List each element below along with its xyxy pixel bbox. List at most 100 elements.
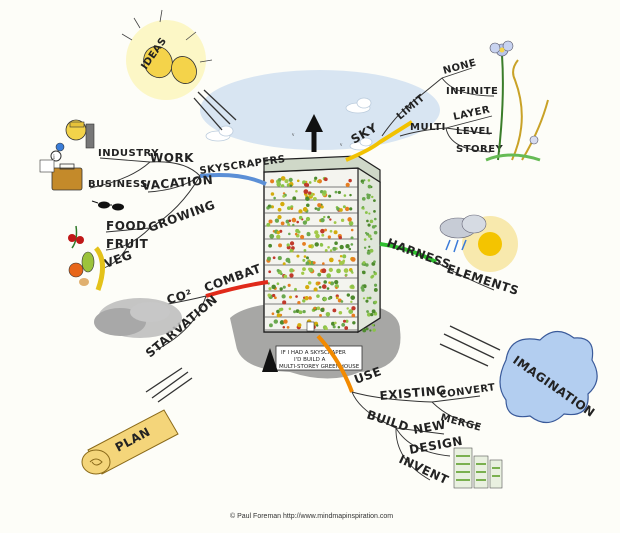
use-branch-line: [316, 334, 354, 393]
plant-dot: [268, 270, 272, 274]
plant-dot: [334, 280, 339, 285]
plant-dot: [369, 248, 374, 253]
plant-dot: [277, 215, 282, 220]
plant-dot: [302, 207, 308, 212]
layer-label: LAYER: [452, 104, 491, 123]
plant-dot: [306, 203, 310, 208]
none-line: [441, 67, 473, 79]
plant-dot: [298, 310, 303, 315]
plant-dot: [272, 293, 276, 298]
plant-dot: [368, 296, 372, 300]
plant-dot: [336, 207, 340, 211]
plant-dot: [327, 215, 330, 219]
multi-line: [399, 127, 447, 137]
plant-dot: [345, 182, 350, 187]
plant-dot: [367, 184, 372, 189]
plant-dot: [368, 193, 371, 197]
plant-dot: [351, 313, 356, 318]
bird-icon: ᵛ: [339, 141, 343, 150]
plant-dot: [320, 217, 325, 223]
plant-dot: [297, 301, 301, 305]
plant-dot: [361, 181, 365, 185]
plant-dot: [282, 262, 286, 266]
sunglasses-icon: [91, 200, 124, 211]
plant-dot: [344, 206, 350, 212]
plant-dot: [308, 181, 312, 184]
plant-dot: [289, 273, 294, 278]
plant-dot: [373, 199, 376, 202]
plant-dot: [302, 299, 306, 303]
plant-dot: [272, 256, 276, 260]
plant-dot: [279, 320, 285, 325]
plant-dot: [314, 230, 319, 235]
plant-dot: [339, 208, 343, 212]
plant-dot: [342, 205, 346, 209]
plant-dot: [296, 179, 300, 183]
plant-dot: [308, 244, 312, 249]
caption-line1: IF I HAD A SKYSCRAPER: [281, 350, 346, 356]
sky-cloud: [200, 70, 440, 150]
plant-dot: [268, 287, 272, 291]
plant-dot: [352, 321, 356, 325]
plant-dot: [323, 177, 328, 182]
plant-dot: [328, 267, 333, 272]
plant-dot: [350, 243, 354, 246]
vacation-label: VACATION: [141, 173, 214, 193]
plant-dot: [329, 249, 333, 252]
plant-dot: [276, 230, 281, 235]
plant-dot: [295, 295, 298, 298]
caption-line3: MULTI-STOREY GREENHOUSE: [279, 364, 360, 370]
plant-dot: [314, 176, 318, 180]
plant-dot: [324, 327, 328, 331]
storey-label: STOREY: [456, 144, 504, 155]
plant-dot: [313, 306, 317, 310]
plant-dot: [321, 284, 327, 289]
plant-dot: [326, 287, 330, 290]
plant-dot: [295, 309, 300, 314]
plant-dot: [279, 229, 283, 233]
plant-dot: [362, 270, 366, 275]
plant-dot: [291, 217, 297, 223]
motion-lines: [439, 325, 501, 367]
plant-dot: [302, 220, 307, 225]
plant-dot: [350, 300, 353, 304]
starvation-line: [155, 295, 207, 351]
plant-dot: [342, 319, 347, 323]
existing-line: [351, 391, 433, 403]
plant-dot: [366, 250, 371, 255]
plant-dot: [308, 267, 311, 271]
co2-label: CO²: [165, 287, 194, 307]
plant-dot: [367, 179, 371, 182]
plant-dot: [316, 207, 321, 212]
plant-dot: [337, 325, 341, 329]
plant-dot: [371, 195, 374, 199]
plant-dot: [349, 193, 352, 197]
business-label: BUSINESS: [88, 179, 148, 190]
plant-dot: [283, 319, 288, 324]
plant-dot: [280, 184, 285, 188]
plant-dot: [361, 196, 366, 201]
plant-dot: [278, 243, 283, 248]
plant-dot: [316, 294, 320, 298]
veg-label: VEG: [102, 248, 134, 271]
plant-dot: [324, 249, 328, 252]
plant-dot: [292, 223, 295, 227]
plant-dot: [335, 286, 338, 290]
plant-dot: [286, 206, 291, 211]
storey-line: [445, 127, 491, 153]
plant-dot: [334, 190, 338, 194]
invent-label: INVENT: [397, 452, 451, 487]
harness-branch-line: [379, 242, 437, 264]
plant-dot: [373, 230, 378, 235]
plant-dot: [317, 272, 322, 277]
plant-dot: [303, 248, 307, 252]
plant-dot: [343, 268, 349, 273]
food-label: FOOD: [106, 219, 147, 233]
plant-dot: [266, 222, 271, 227]
plant-dot: [368, 212, 371, 215]
plant-dot: [361, 288, 365, 292]
plant-dot: [276, 309, 280, 314]
plant-dot: [373, 217, 377, 221]
plant-dot: [371, 225, 376, 229]
plant-dot: [325, 312, 331, 317]
